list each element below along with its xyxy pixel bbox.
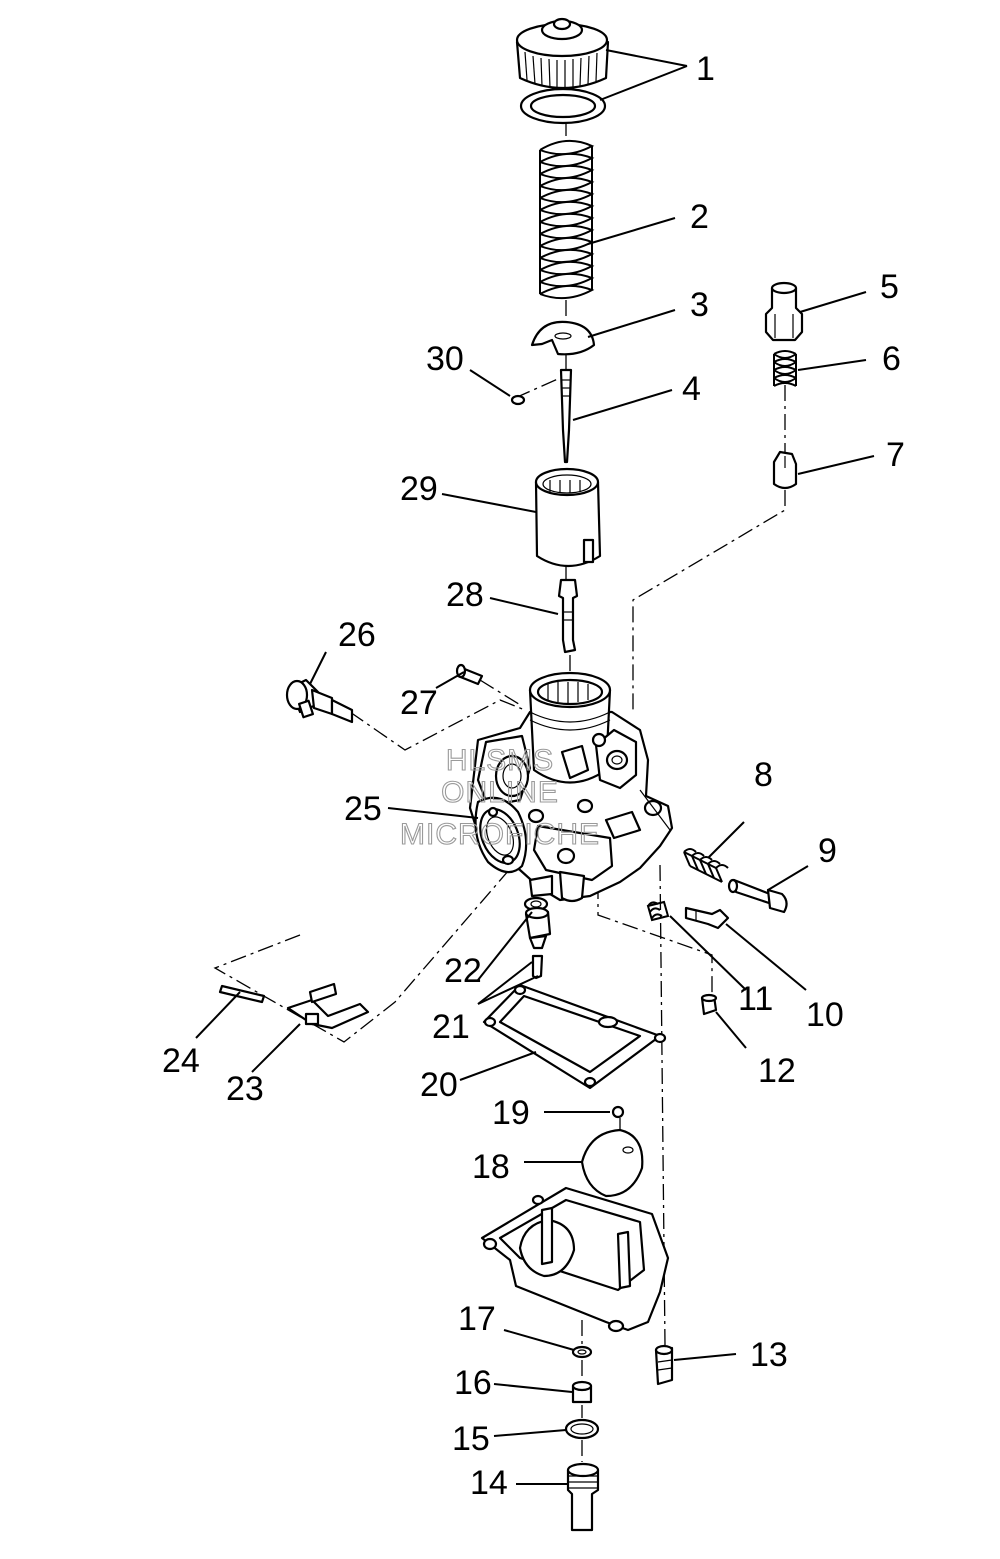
o-ring-icon bbox=[564, 1418, 600, 1440]
washer-icon bbox=[571, 1345, 593, 1359]
callout-6: 6 bbox=[882, 340, 901, 378]
idle-adjust-nut-icon bbox=[764, 281, 804, 342]
callout-15: 15 bbox=[452, 1420, 490, 1458]
callout-20: 20 bbox=[420, 1066, 458, 1104]
callout-2: 2 bbox=[690, 198, 709, 236]
jet-needle-icon bbox=[559, 368, 573, 464]
watermark-line-2: ONLINE bbox=[441, 776, 559, 809]
throttle-spring-icon bbox=[539, 139, 595, 300]
callout-3: 3 bbox=[690, 286, 709, 324]
leader-lines bbox=[195, 49, 875, 1485]
watermark-line-3: MICROFICHE bbox=[400, 818, 600, 851]
float-icon bbox=[580, 1128, 644, 1198]
callout-24: 24 bbox=[162, 1042, 200, 1080]
air-screw-icon bbox=[684, 906, 730, 930]
float-bowl-icon bbox=[480, 1186, 670, 1333]
adjuster-spring-icon bbox=[773, 350, 797, 387]
callout-19: 19 bbox=[492, 1094, 530, 1132]
pilot-screw-icon bbox=[727, 878, 788, 914]
carburetor-body-icon bbox=[468, 671, 674, 903]
callout-13: 13 bbox=[750, 1336, 788, 1374]
callout-16: 16 bbox=[454, 1364, 492, 1402]
callout-8: 8 bbox=[754, 756, 773, 794]
pilot-spring-icon bbox=[683, 848, 729, 883]
needle-valve-icon bbox=[557, 578, 579, 654]
air-screw-spring-icon bbox=[646, 900, 670, 922]
arm-pin-icon bbox=[218, 984, 266, 1004]
fitting-icon bbox=[772, 450, 798, 490]
float-pin-icon bbox=[611, 1105, 625, 1119]
callout-28: 28 bbox=[446, 576, 484, 614]
throttle-slide-icon bbox=[534, 467, 602, 567]
e-clip-icon bbox=[510, 394, 526, 406]
cap-icon bbox=[515, 17, 610, 90]
callout-10: 10 bbox=[806, 996, 844, 1034]
callout-11: 11 bbox=[738, 980, 773, 1018]
callout-18: 18 bbox=[472, 1148, 510, 1186]
callout-29: 29 bbox=[400, 470, 438, 508]
callout-5: 5 bbox=[880, 268, 899, 306]
main-jet-holder-icon bbox=[566, 1462, 600, 1532]
callout-1: 1 bbox=[696, 50, 715, 88]
callout-numbers: 1 2 3 4 5 6 7 8 9 10 11 12 13 14 15 16 1… bbox=[162, 50, 905, 1502]
choke-plunger-icon bbox=[285, 678, 354, 724]
main-jet-icon bbox=[571, 1380, 593, 1404]
intake-flange-icon bbox=[474, 796, 528, 874]
drain-plug-screw-icon bbox=[654, 1344, 674, 1386]
watermark: HLSMS ONLINE MICROFICHE bbox=[399, 743, 600, 851]
callout-17: 17 bbox=[458, 1300, 496, 1338]
float-arm-icon bbox=[286, 982, 370, 1030]
needle-jet-icon bbox=[524, 906, 552, 980]
callout-27: 27 bbox=[400, 684, 438, 722]
callout-12: 12 bbox=[758, 1052, 796, 1090]
needle-clip-plate-icon bbox=[530, 320, 596, 356]
callout-4: 4 bbox=[682, 370, 701, 408]
callout-21: 21 bbox=[432, 1008, 470, 1046]
watermark-line-1: HLSMS bbox=[446, 744, 554, 777]
cap-gasket-icon bbox=[519, 87, 607, 125]
callout-7: 7 bbox=[886, 436, 905, 474]
callout-30: 30 bbox=[426, 340, 464, 378]
callout-9: 9 bbox=[818, 832, 837, 870]
callout-26: 26 bbox=[338, 616, 376, 654]
float-bowl-gasket-icon bbox=[482, 983, 667, 1090]
callout-14: 14 bbox=[470, 1464, 508, 1502]
callout-25: 25 bbox=[344, 790, 382, 828]
callout-22: 22 bbox=[444, 952, 482, 990]
callout-23: 23 bbox=[226, 1070, 264, 1108]
drain-screw-icon bbox=[700, 993, 718, 1016]
